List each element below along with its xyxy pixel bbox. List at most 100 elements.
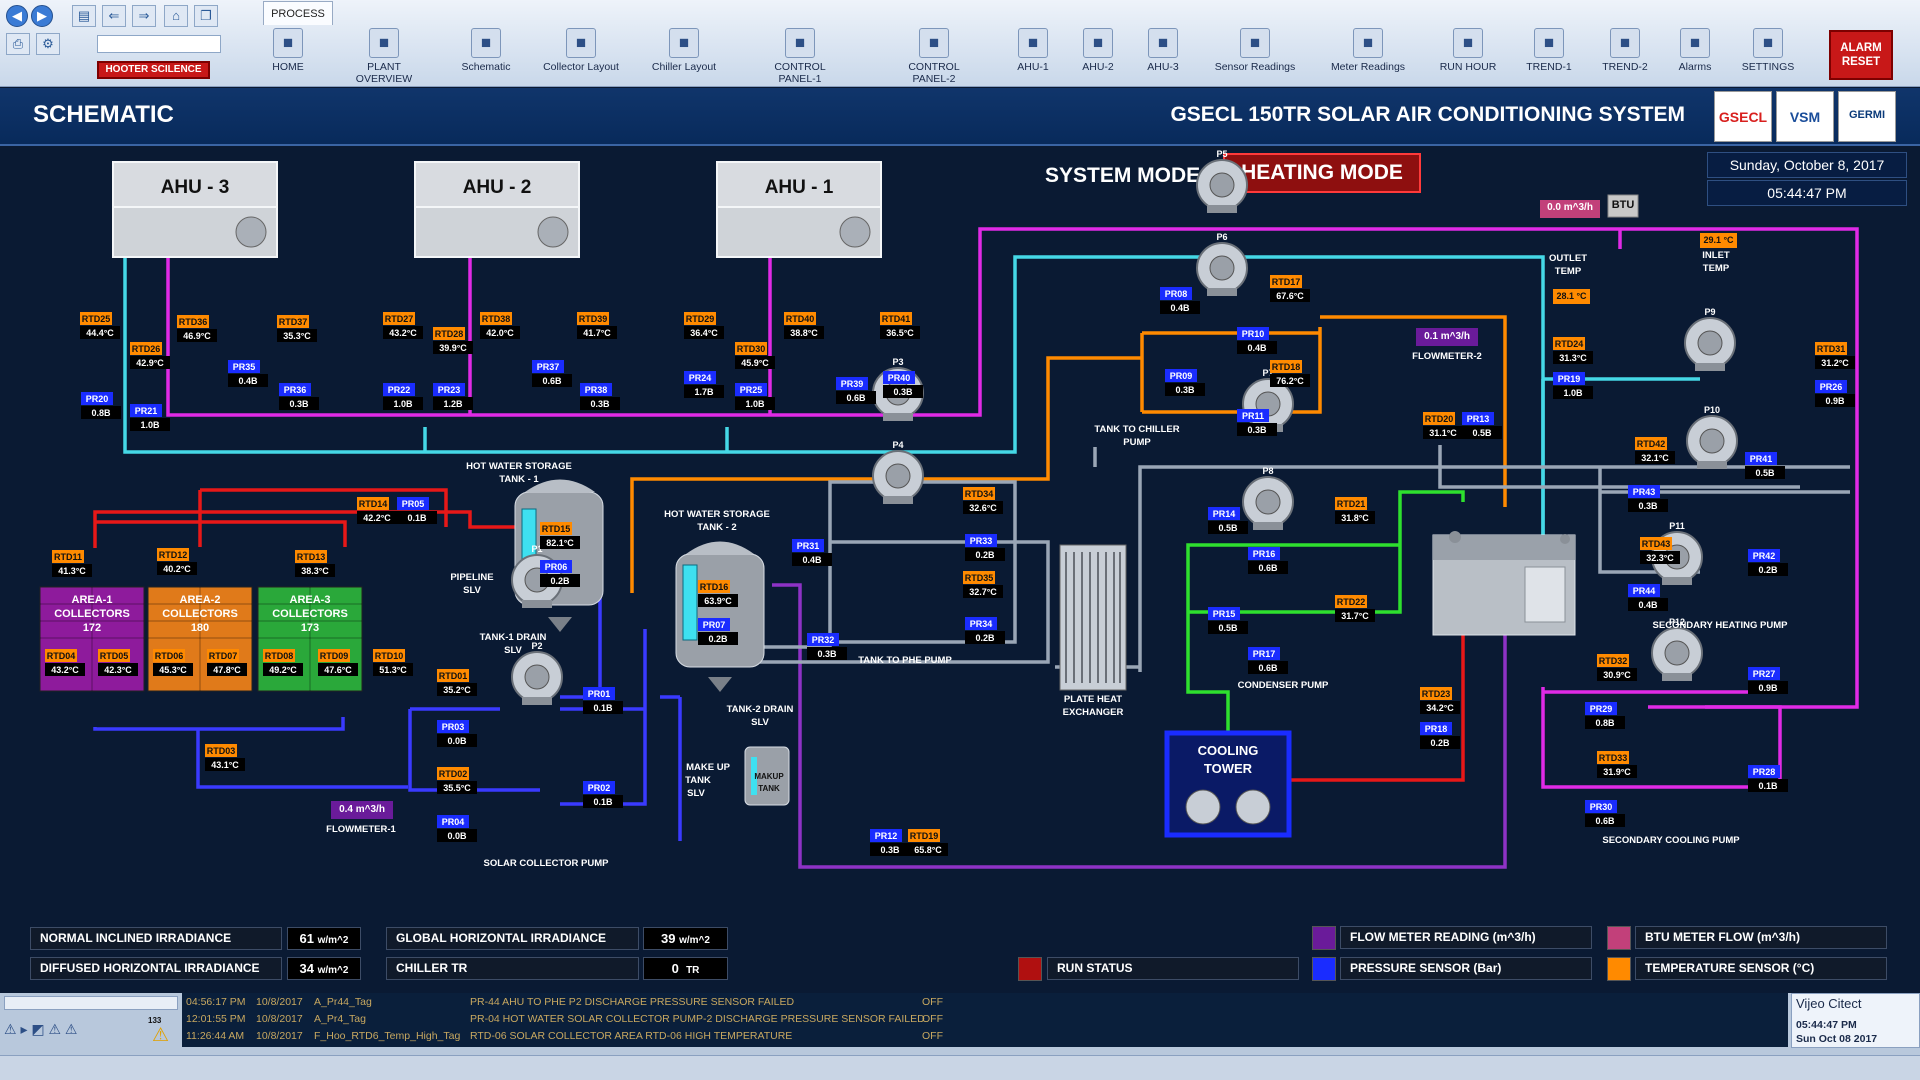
toolbar-button-control-panel-2[interactable]: ■CONTROL PANEL-2	[889, 28, 979, 85]
toolbar-button-control-panel-1[interactable]: ■CONTROL PANEL-1	[755, 28, 845, 85]
forward-icon[interactable]: ▶	[31, 5, 53, 27]
ahu-unit[interactable]: AHU - 2	[414, 161, 580, 258]
pump-p8[interactable]: P8	[1242, 466, 1294, 530]
ahu-unit[interactable]: AHU - 1	[716, 161, 882, 258]
toolbar-button-sensor-readings[interactable]: ■Sensor Readings	[1210, 28, 1300, 82]
toolbar-button-schematic[interactable]: ■Schematic	[441, 28, 531, 82]
toolbar-button-home[interactable]: ■HOME	[243, 28, 333, 82]
alarm-toolbar-icons[interactable]: ⚠ ▸ ◩ ⚠ ⚠	[4, 1021, 78, 1037]
print-icon[interactable]: ⎙	[6, 33, 30, 55]
hooter-silence-button[interactable]: HOOTER SCILENCE	[97, 61, 210, 79]
pump-p4[interactable]: P4	[872, 440, 924, 504]
pump-p9[interactable]: P9	[1684, 307, 1736, 371]
pump-p12[interactable]: P12	[1651, 617, 1703, 681]
alarm-warning-icon[interactable]: ⚠	[152, 1025, 170, 1046]
toolbar-button-alarms[interactable]: ■Alarms	[1650, 28, 1740, 82]
pump-p10[interactable]: P10	[1686, 405, 1738, 469]
pump-p6[interactable]: P6	[1196, 232, 1248, 296]
next-page-icon[interactable]: ⇒	[132, 5, 156, 27]
toolbar-button-meter-readings[interactable]: ■Meter Readings	[1323, 28, 1413, 82]
toolbar-button-collector-layout[interactable]: ■Collector Layout	[536, 28, 626, 82]
toolbar-button-ahu-3[interactable]: ■AHU-3	[1118, 28, 1208, 82]
tools-icon[interactable]: ⚙	[36, 33, 60, 55]
prev-page-icon[interactable]: ⇐	[102, 5, 126, 27]
page-icon[interactable]: ▤	[72, 5, 96, 27]
toolbar-button-settings[interactable]: ■SETTINGS	[1723, 28, 1813, 82]
pump-p5[interactable]: P5	[1196, 149, 1248, 213]
ahu-unit[interactable]: AHU - 3	[112, 161, 278, 258]
alarm-reset-button[interactable]: ALARM RESET	[1829, 30, 1893, 80]
toolbar-button-ahu-2[interactable]: ■AHU-2	[1053, 28, 1143, 82]
toolbar-button-run-hour[interactable]: ■RUN HOUR	[1423, 28, 1513, 82]
toolbar-button-chiller-layout[interactable]: ■Chiller Layout	[639, 28, 729, 82]
